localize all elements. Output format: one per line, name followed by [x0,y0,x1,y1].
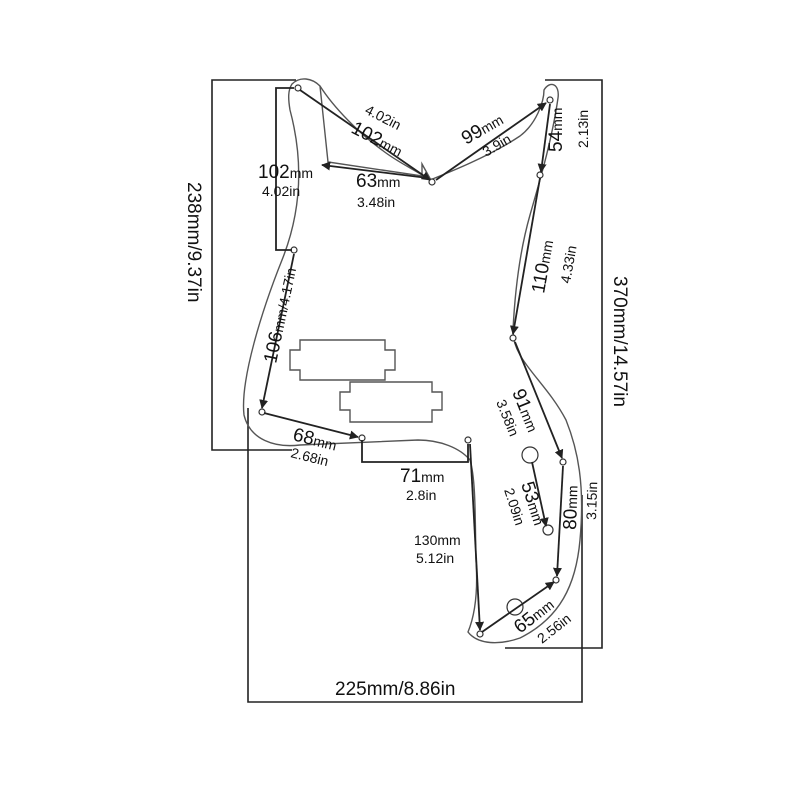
frame-width-225 [247,408,583,703]
screw-hole [476,630,484,638]
label-right-lower-side: 80mm [560,485,583,530]
label-value: 71 [400,466,421,487]
label-height-370: 370mm/14.57in [609,276,630,407]
control-knob-hole [521,446,539,464]
dim-line-control-diagonal [531,461,549,527]
label-unit: mm [564,485,581,509]
label-value: 54 [546,130,567,152]
label-inch-value: 4.17in [276,266,300,307]
label-value: 106 [260,330,287,365]
frame-height-238 [211,79,296,451]
label-top-right-vertical-inch: 2.13in [575,110,591,148]
label-value: 80 [560,508,582,530]
label-value: 63 [356,171,377,192]
label-unit: mm [421,469,444,485]
label-inch-inline: / [275,304,291,311]
dim-line-top-right-vertical [537,103,551,173]
dim-line-right-middle-diagonal [514,341,564,459]
label-unit: mm [377,174,400,190]
pickup-cutout-lower [339,381,443,423]
control-knob-hole-lower [542,524,554,536]
label-unit: mm [549,108,565,131]
pickup-cutout-upper [289,339,396,381]
dim-line-right-lower-side [552,465,564,577]
label-value: 130 [414,532,438,548]
label-value: 102 [258,162,290,183]
dim-line-bottom-tail-vertical [469,443,485,631]
pickguard-outline [242,78,583,644]
label-right-lower-side-inch: 3.15in [583,481,600,520]
dim-line-left-side [259,253,295,409]
label-top-left-vertical: 102mm [258,162,313,183]
label-bottom-middle-inch: 2.8in [406,487,436,503]
label-right-upper-side: 110mm [528,238,558,294]
label-bottom-left: 68mm [291,424,339,455]
label-unit: mm [525,500,547,527]
label-unit: mm [270,307,291,333]
screw-hole [464,436,472,444]
label-value: 68 [291,424,317,449]
label-unit: mm [290,165,313,181]
label-height-238: 238mm/9.37in [183,182,204,302]
label-top-right-vertical: 54mm [546,108,567,152]
label-bottom-tail-vertical-inch: 5.12in [416,550,454,566]
dim-line-top-right-diagonal [435,102,547,181]
dim-line-top-left-vertical [275,87,294,251]
label-right-upper-side-inch: 4.33in [557,244,579,284]
label-control-diagonal: 53mm [516,479,550,528]
label-unit: mm [437,532,460,548]
screw-hole [294,84,302,92]
frame-height-370 [505,79,603,649]
label-top-left-vertical-inch: 4.02in [262,183,300,199]
dim-line-bottom-left [263,412,359,440]
dim-line-right-upper-side [509,177,541,335]
screw-hole [258,408,266,416]
label-value: 110 [528,261,554,294]
label-unit: mm [312,433,339,454]
label-left-side: 106mm/4.17in [260,266,301,365]
screw-hole [509,334,517,342]
label-neck-width: 63mm [356,171,400,192]
label-width-225: 225mm/8.86in [335,679,455,700]
label-unit: mm [536,239,556,265]
screw-hole [536,171,544,179]
screw-hole [559,458,567,466]
label-bottom-middle: 71mm [400,466,444,487]
label-neck-width-inch: 3.48in [357,194,395,210]
dim-line-bottom-right-diagonal [481,581,555,633]
dim-line-neck-width [321,161,429,179]
label-bottom-tail-vertical: 130mm [414,532,461,548]
dim-line-bottom-middle [361,440,469,463]
screw-hole [546,96,554,104]
dim-line-top-left-diagonal [299,89,431,181]
